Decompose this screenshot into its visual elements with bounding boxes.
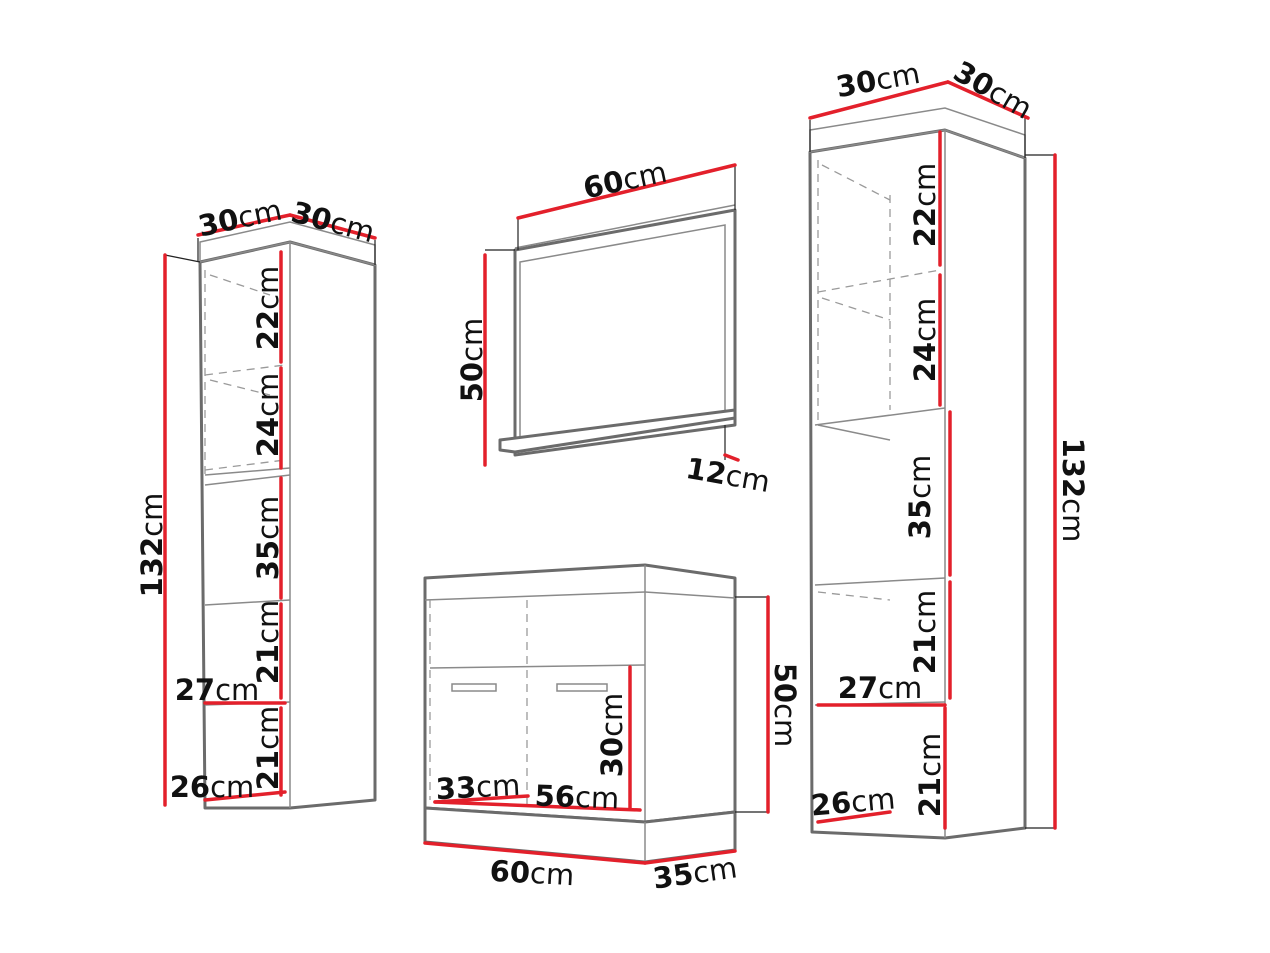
dimension-unit: cm — [251, 600, 285, 644]
dimension-value: 56 — [534, 779, 576, 814]
mirror — [483, 163, 740, 467]
dimension-unit: cm — [908, 590, 942, 634]
base-cabinet-dimension-label: 33cm — [435, 768, 521, 806]
base-cabinet-dimension-label: 30cm — [595, 693, 629, 778]
left-cabinet-dimension-label: 21cm — [251, 706, 285, 791]
left-tall-cabinet — [163, 213, 377, 810]
dimension-unit: cm — [251, 496, 285, 540]
dimension-value: 35 — [903, 499, 937, 539]
dimension-value: 21 — [913, 777, 947, 817]
dimension-value: 22 — [908, 207, 942, 247]
right-cabinet-dimension-label: 27cm — [838, 671, 923, 705]
right-cabinet-dimension-label: 22cm — [908, 163, 942, 248]
dimension-unit: cm — [235, 193, 285, 235]
dimension-value: 27 — [175, 673, 215, 707]
left-cabinet-dimension-label: 30cm — [288, 195, 378, 250]
dimension-unit: cm — [215, 673, 259, 707]
dimension-unit: cm — [327, 205, 378, 249]
dimension-unit: cm — [908, 298, 942, 342]
left-cabinet-dimension-label: 132cm — [135, 493, 169, 598]
dimension-unit: cm — [529, 856, 575, 892]
dimension-value: 132 — [135, 537, 169, 598]
dimension-unit: cm — [455, 318, 489, 362]
dimension-value: 50 — [768, 663, 802, 703]
left-cabinet-dimension-label: 27cm — [175, 673, 260, 707]
dimension-unit: cm — [251, 373, 285, 417]
base-cabinet-dimension-label: 56cm — [534, 779, 620, 816]
dimension-unit: cm — [873, 56, 922, 97]
dimension-value: 27 — [838, 671, 878, 705]
right-cabinet-dimension-label: 35cm — [903, 455, 937, 540]
dimension-value: 26 — [809, 785, 852, 822]
dimension-value: 26 — [170, 770, 210, 804]
dimension-unit: cm — [574, 780, 619, 816]
dimension-unit: cm — [903, 455, 937, 499]
dimension-unit: cm — [1056, 498, 1090, 542]
dimension-value: 24 — [908, 342, 942, 382]
dimension-unit: cm — [913, 733, 947, 777]
dimension-value: 22 — [251, 310, 285, 350]
dimension-value: 60 — [489, 854, 531, 890]
right-cabinet-dimension-label: 30cm — [948, 54, 1038, 126]
dimension-unit: cm — [908, 163, 942, 207]
dimension-unit: cm — [595, 693, 629, 737]
dimension-value: 30 — [833, 64, 879, 104]
base-cabinet-dimension-label: 60cm — [489, 854, 575, 892]
dimension-unit: cm — [691, 850, 740, 890]
base-cabinet-dimension-label: 35cm — [651, 850, 739, 895]
right-cabinet-dimension-label: 21cm — [913, 733, 947, 818]
dimension-value: 30 — [195, 202, 242, 244]
dimension-value: 21 — [251, 644, 285, 684]
left-cabinet-dimension-label: 35cm — [251, 496, 285, 581]
dimension-value: 24 — [251, 417, 285, 457]
dimension-value: 33 — [435, 770, 477, 806]
dimension-value: 60 — [580, 164, 627, 206]
dimension-unit: cm — [850, 781, 897, 819]
mirror-dimension-label: 60cm — [580, 155, 670, 206]
right-cabinet-dimension-label: 26cm — [809, 781, 896, 822]
dimension-value: 12 — [683, 451, 729, 491]
left-cabinet-dimension-label: 30cm — [195, 193, 285, 244]
dimension-value: 132 — [1056, 438, 1090, 499]
dimension-value: 50 — [455, 362, 489, 402]
dimension-value: 30 — [595, 737, 629, 777]
left-cabinet-dimension-label: 24cm — [251, 373, 285, 458]
dimension-unit: cm — [768, 703, 802, 747]
dimension-unit: cm — [135, 493, 169, 537]
dimension-value: 21 — [908, 634, 942, 674]
dimension-unit: cm — [620, 155, 670, 197]
dimension-unit: cm — [878, 671, 922, 705]
left-cabinet-dimension-label: 22cm — [251, 266, 285, 351]
base-cabinet — [423, 563, 770, 865]
left-cabinet-dimension-label: 26cm — [170, 770, 255, 804]
right-cabinet-dimension-label: 30cm — [833, 56, 922, 104]
dimension-value: 35 — [251, 540, 285, 580]
dimension-value: 21 — [251, 750, 285, 790]
right-cabinet-dimension-label: 132cm — [1056, 438, 1090, 543]
dimension-unit: cm — [251, 266, 285, 310]
dimension-unit: cm — [723, 458, 772, 499]
dimension-unit: cm — [251, 706, 285, 750]
mirror-dimension-label: 50cm — [455, 318, 489, 403]
dimension-unit: cm — [210, 770, 254, 804]
right-cabinet-dimension-label: 21cm — [908, 590, 942, 675]
mirror-dimension-label: 12cm — [683, 451, 772, 499]
right-tall-cabinet — [808, 80, 1057, 840]
left-cabinet-dimension-label: 21cm — [251, 600, 285, 685]
dimension-value: 35 — [651, 856, 696, 895]
dimension-unit: cm — [475, 768, 521, 804]
right-cabinet-dimension-label: 24cm — [908, 298, 942, 383]
base-cabinet-dimension-label: 50cm — [768, 663, 802, 748]
